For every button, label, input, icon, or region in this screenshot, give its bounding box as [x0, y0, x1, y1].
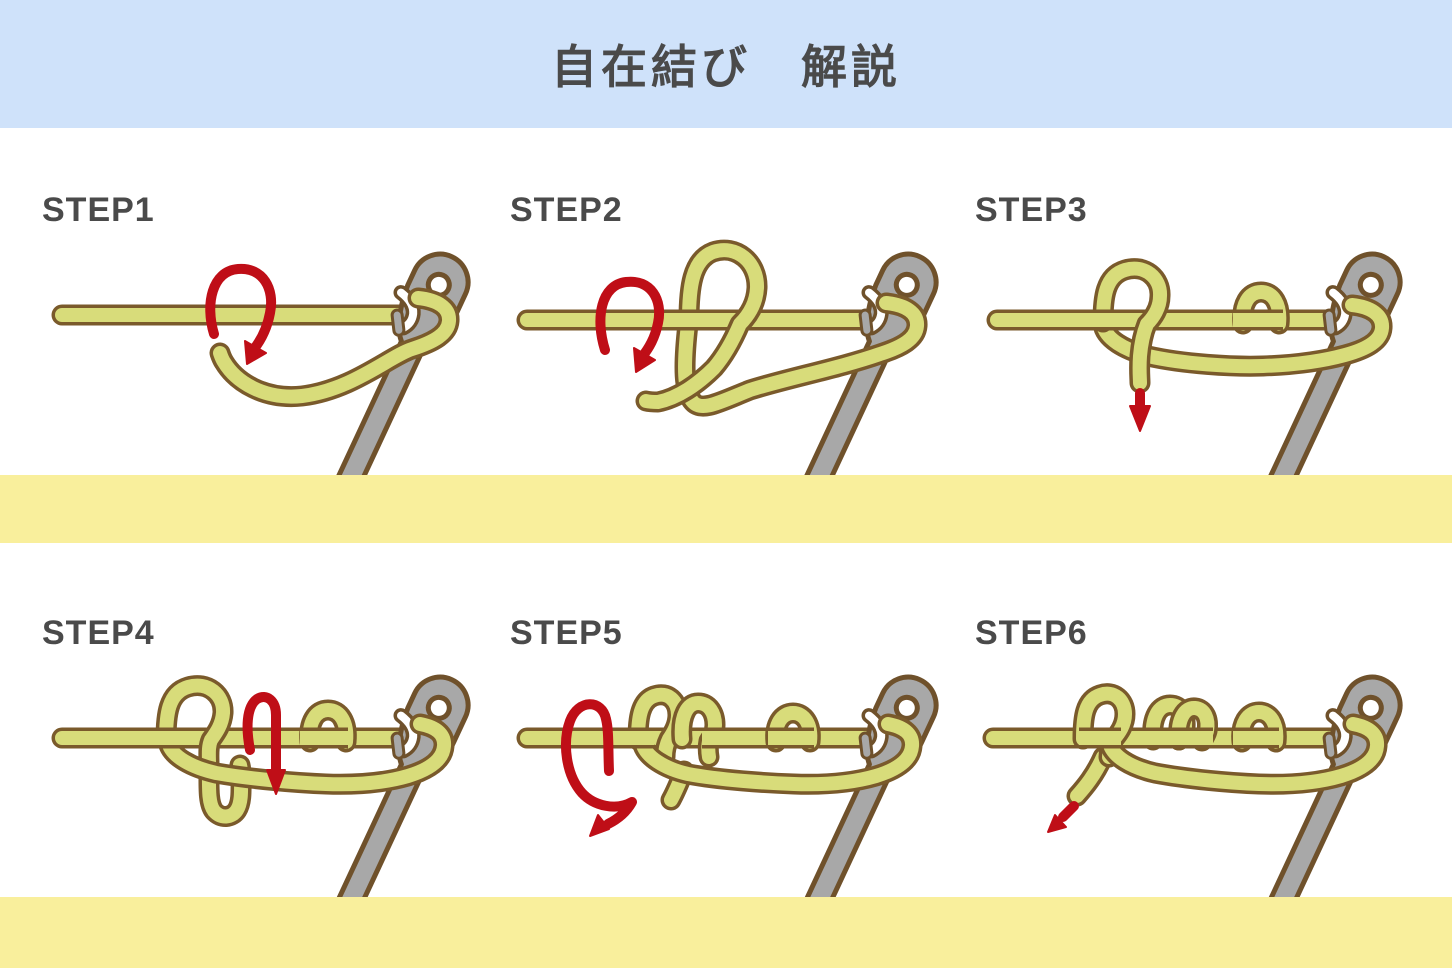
step-panel-4: STEP4	[0, 543, 500, 897]
step-label: STEP5	[510, 614, 623, 652]
peg-hook-tip	[860, 738, 873, 753]
wrap-direction-arrow-icon	[595, 276, 665, 362]
rope	[997, 320, 1354, 324]
arrowhead-icon	[244, 340, 267, 365]
arrowhead-icon	[1129, 405, 1151, 432]
step-label: STEP1	[42, 191, 155, 229]
step-panel-1: STEP1	[0, 128, 500, 475]
knot-illustration-step1	[0, 128, 500, 475]
step-label: STEP6	[975, 614, 1088, 652]
over-and-down-arrow-icon	[242, 692, 281, 774]
peg-hook-tip	[1324, 315, 1337, 330]
highlight-band-bottom	[0, 897, 1452, 968]
step-label: STEP2	[510, 191, 623, 229]
arrowhead-icon	[633, 347, 656, 373]
step-label: STEP3	[975, 191, 1088, 229]
arrowhead-icon	[589, 814, 610, 837]
step-panel-6: STEP6	[933, 543, 1433, 897]
knot-illustration-step6	[933, 543, 1433, 897]
arrowhead-icon	[1047, 814, 1067, 833]
title-bar: 自在結び 解説	[0, 0, 1452, 128]
knot-illustration-step2	[468, 128, 968, 475]
arrowhead-icon	[266, 769, 286, 795]
page-title: 自在結び 解説	[551, 41, 901, 93]
pull-down-left-arrow-icon	[1058, 801, 1079, 822]
knot-illustration-step4	[0, 543, 500, 897]
wrap-direction-arrow-icon	[205, 263, 277, 354]
rope	[62, 315, 420, 319]
step-panel-3: STEP3	[933, 128, 1433, 475]
rope	[62, 738, 422, 742]
peg-hook-tip	[1324, 738, 1337, 753]
wrap-around-down-arrow-icon	[561, 699, 637, 829]
highlight-band-top	[0, 475, 1452, 543]
peg-hook-tip	[392, 738, 405, 753]
peg-hook-tip	[860, 315, 873, 330]
knot-illustration-step3	[933, 128, 1433, 475]
knot-illustration-step5	[468, 543, 968, 897]
step-panel-2: STEP2	[468, 128, 968, 475]
peg-hook-tip	[392, 315, 405, 330]
step-label: STEP4	[42, 614, 155, 652]
step-panel-5: STEP5	[468, 543, 968, 897]
